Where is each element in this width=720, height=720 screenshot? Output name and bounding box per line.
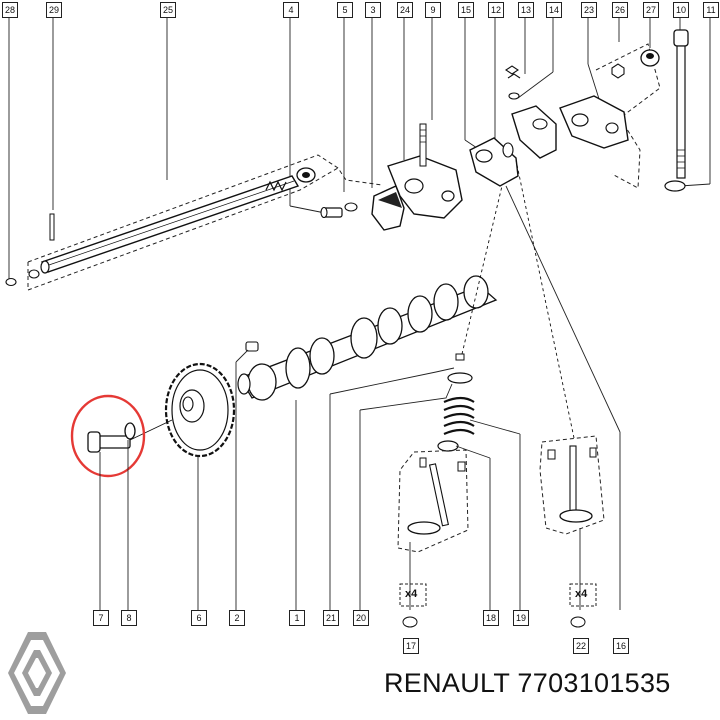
quantity-left: x4	[405, 588, 418, 600]
callout-10: 10	[673, 2, 689, 18]
callout-1: 1	[289, 610, 305, 626]
rocker-arm-15	[469, 137, 519, 187]
callout-23: 23	[581, 2, 597, 18]
valve-spring-18	[437, 353, 475, 452]
callout-16: 16	[613, 638, 629, 654]
leader-lines-bottom	[99, 185, 621, 610]
callout-15: 15	[458, 2, 474, 18]
head-bolt-10	[664, 29, 689, 192]
x4-boxes	[399, 583, 597, 607]
callout-29: 29	[46, 2, 62, 18]
callout-13: 13	[518, 2, 534, 18]
highlight-circle	[70, 394, 146, 478]
gear-bolt-7	[87, 419, 173, 453]
timing-gear-6	[164, 362, 236, 458]
axis-lines	[461, 159, 575, 439]
callout-19: 19	[513, 610, 529, 626]
callout-3: 3	[365, 2, 381, 18]
callout-12: 12	[488, 2, 504, 18]
callout-8: 8	[121, 610, 137, 626]
callout-14: 14	[546, 2, 562, 18]
callout-21: 21	[323, 610, 339, 626]
callout-18: 18	[483, 610, 499, 626]
callout-25: 25	[160, 2, 176, 18]
valve-collet-17	[402, 616, 418, 628]
callout-9: 9	[425, 2, 441, 18]
callout-2: 2	[229, 610, 245, 626]
rocker-pedestal-24	[387, 123, 463, 219]
callout-28: 28	[2, 2, 18, 18]
woodruff-key-2	[245, 341, 259, 352]
bolt-4	[320, 202, 358, 219]
rocker-shaft-assembly	[5, 154, 383, 291]
callout-27: 27	[643, 2, 659, 18]
camshaft-1	[237, 275, 498, 401]
leader-lines-top	[8, 17, 711, 282]
valve-collet-22	[570, 616, 586, 628]
callout-20: 20	[353, 610, 369, 626]
callout-4: 4	[283, 2, 299, 18]
gear-washer-8	[124, 422, 136, 440]
exhaust-valve-group	[539, 435, 605, 535]
part-number-label: RENAULT 7703101535	[384, 668, 671, 698]
callout-5: 5	[337, 2, 353, 18]
callout-17: 17	[403, 638, 419, 654]
callout-6: 6	[191, 610, 207, 626]
rocker-arm-14	[505, 65, 557, 159]
quantity-right: x4	[575, 588, 588, 600]
callout-26: 26	[612, 2, 628, 18]
callout-7: 7	[93, 610, 109, 626]
rocker-pedestal-23	[559, 43, 661, 189]
renault-logo	[8, 632, 66, 714]
callout-11: 11	[703, 2, 719, 18]
callout-24: 24	[397, 2, 413, 18]
intake-valve-group	[397, 449, 469, 553]
callout-22: 22	[573, 638, 589, 654]
